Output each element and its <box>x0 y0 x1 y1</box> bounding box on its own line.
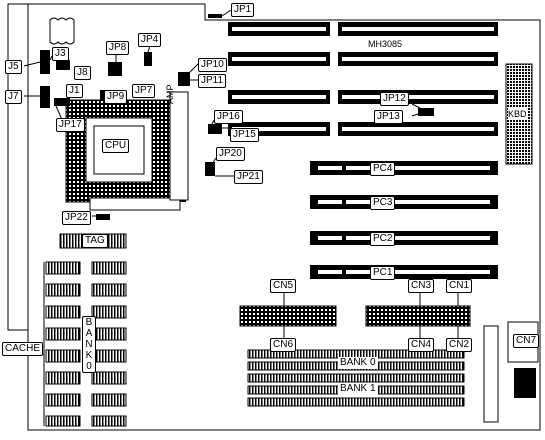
bank1-label: BANK 1 <box>338 383 378 395</box>
pci-slots <box>310 161 498 279</box>
cn5-header <box>239 305 337 327</box>
kbd-label: KBD <box>508 108 527 120</box>
j1-label: J1 <box>66 84 83 98</box>
jp8-label: JP8 <box>106 41 130 55</box>
jp16-label: JP16 <box>214 110 243 124</box>
jp10-label: JP10 <box>198 58 227 72</box>
jp13-label: JP13 <box>374 110 403 124</box>
cn7-label: CN7 <box>513 334 540 348</box>
j3-label: J3 <box>52 47 69 61</box>
board-model-label: MH3085 <box>368 39 403 49</box>
pc3-label: PC3 <box>370 196 396 210</box>
ps2-connector <box>514 368 536 398</box>
j8-label: J8 <box>74 66 91 80</box>
tag-label: TAG <box>82 234 108 248</box>
jp11-label: JP11 <box>198 74 227 88</box>
jumper-blocks <box>40 14 434 220</box>
expansion-slots-upper <box>228 22 498 136</box>
cn4-label: CN4 <box>408 338 435 352</box>
jp20-label: JP20 <box>216 147 245 161</box>
pc2-label: PC2 <box>370 232 396 246</box>
power-connector <box>483 325 499 423</box>
amp-regulator <box>169 91 189 201</box>
jp17-label: JP17 <box>56 118 85 132</box>
jp4-label: JP4 <box>138 33 162 47</box>
cn3-header <box>365 305 471 327</box>
cn3-label: CN3 <box>408 279 435 293</box>
cache-chips <box>45 261 127 427</box>
j5-label: J5 <box>5 60 22 74</box>
jp1-label: JP1 <box>231 3 255 17</box>
battery <box>49 17 75 45</box>
jp12-label: JP12 <box>380 92 409 106</box>
bank0-label: BANK 0 <box>338 357 378 369</box>
jp15-label: JP15 <box>230 128 259 142</box>
jp9-label: JP9 <box>104 90 128 104</box>
pc4-label: PC4 <box>370 162 396 176</box>
bank0-vertical-label: BANK 0 <box>82 316 96 373</box>
cpu-label: CPU <box>102 139 130 153</box>
cache-label: CACHE <box>2 342 44 356</box>
cn6-label: CN6 <box>270 338 297 352</box>
jp7-label: JP7 <box>132 84 156 98</box>
cn5-label: CN5 <box>270 279 297 293</box>
jp22-label: JP22 <box>62 211 91 225</box>
cn1-label: CN1 <box>446 279 473 293</box>
leader-lines <box>23 9 459 355</box>
pc1-label: PC1 <box>370 266 396 280</box>
amp-label: AMP <box>165 84 175 104</box>
cn2-label: CN2 <box>446 338 473 352</box>
jp21-label: JP21 <box>234 170 263 184</box>
j7-label: J7 <box>5 90 22 104</box>
